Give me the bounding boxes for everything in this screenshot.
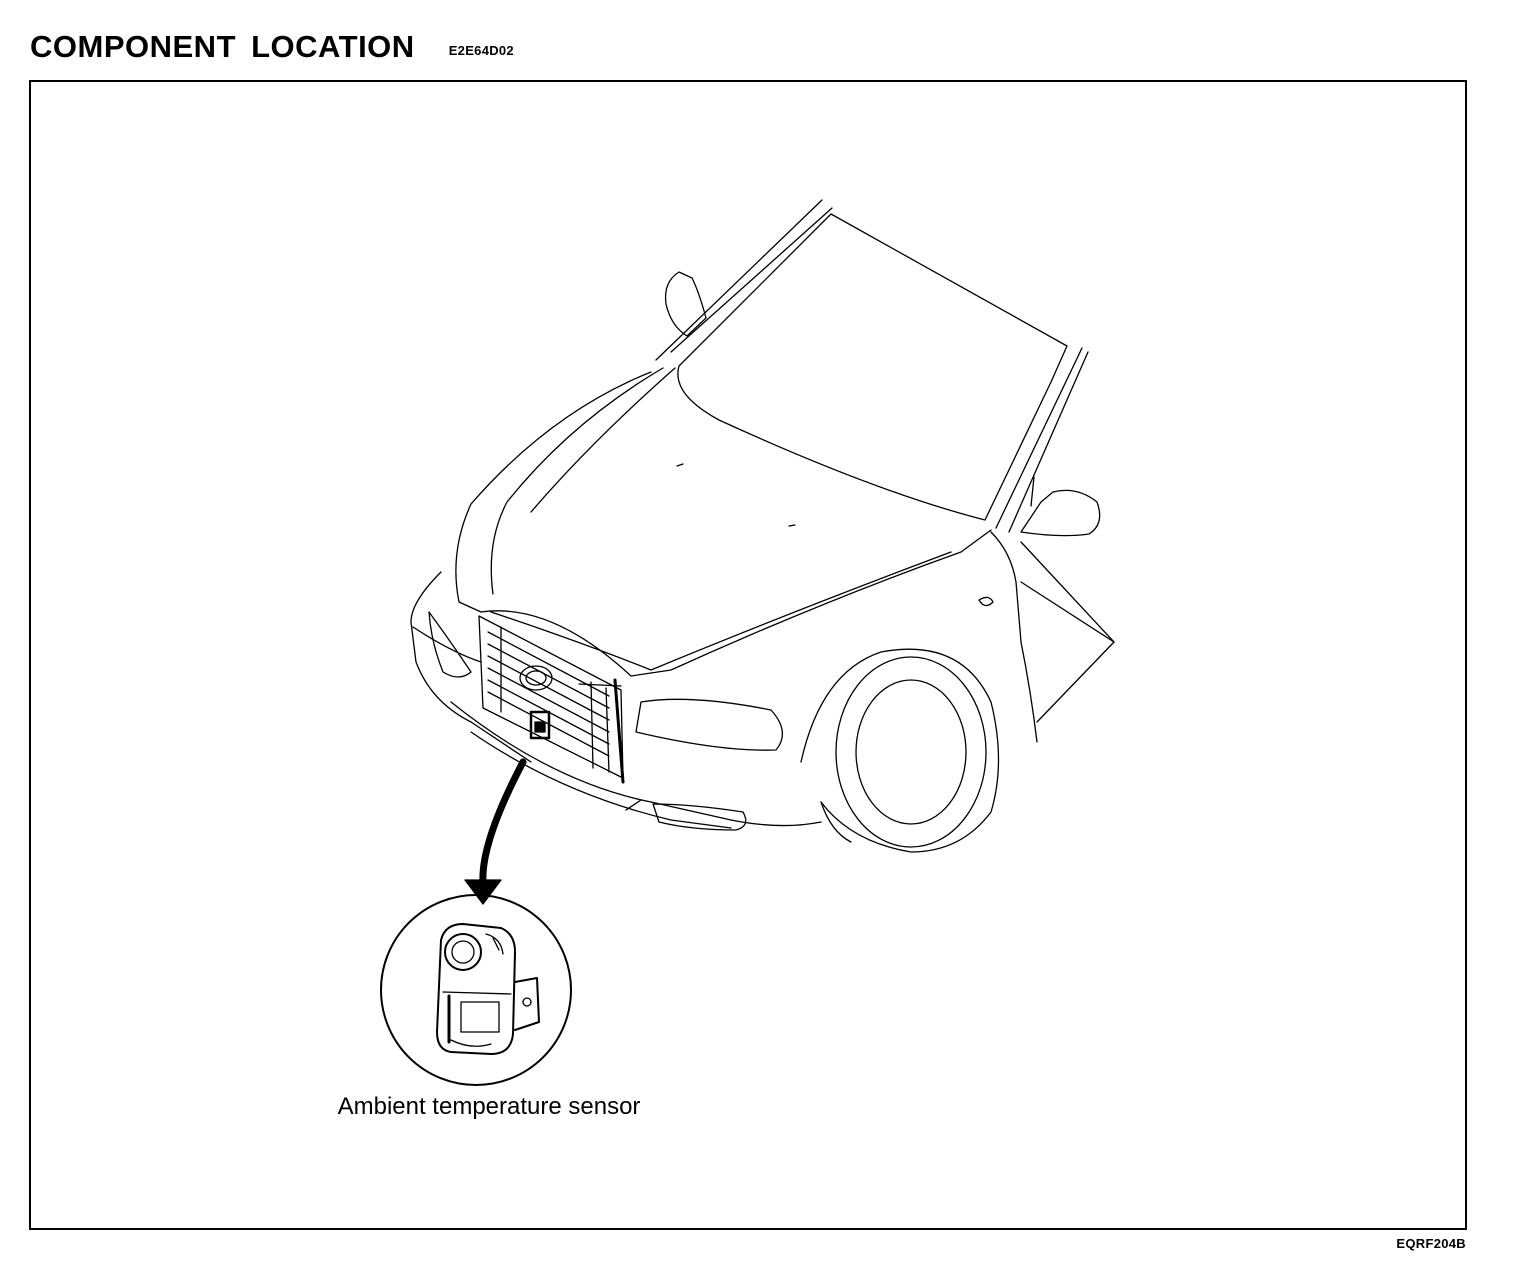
page-title: COMPONENT LOCATION [30,29,415,64]
car-body [410,199,1115,853]
callout-arrow [464,758,527,905]
radiator-grille [478,615,625,784]
page-header: COMPONENT LOCATION E2E64D02 [30,22,514,62]
sensor-callout-label: Ambient temperature sensor [337,1093,641,1120]
car-front-illustration [380,199,1115,1086]
sensor-mount-location [529,710,551,740]
sensor-detail-callout [380,894,572,1086]
diagram-frame: Ambient temperature sensor [29,80,1467,1230]
figure-code: EQRF204B [1396,1236,1466,1251]
section-code: E2E64D02 [448,43,514,58]
